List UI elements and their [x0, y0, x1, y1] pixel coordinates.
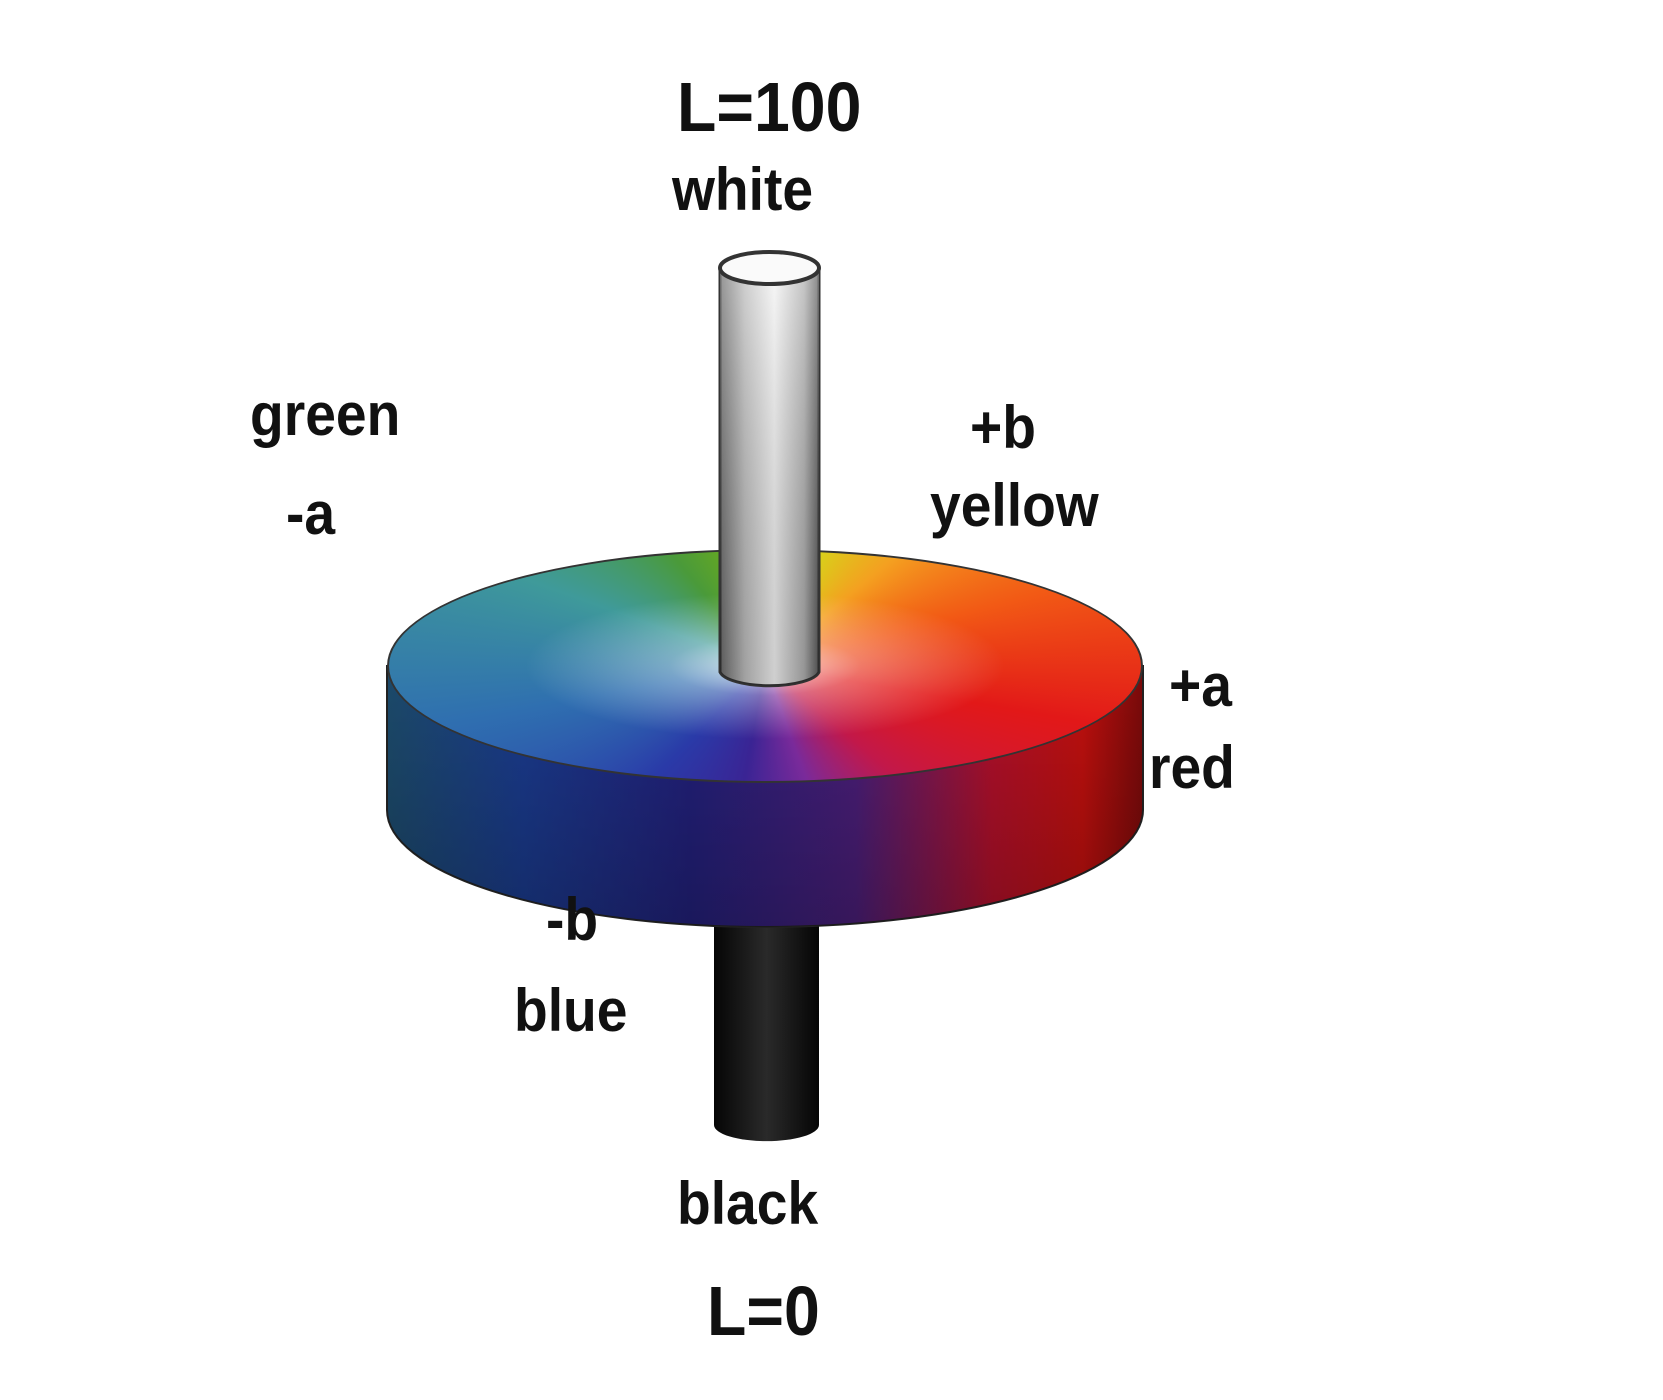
minus-a-label: -a [286, 480, 336, 547]
green-label: green [250, 381, 401, 448]
red-label: red [1149, 734, 1235, 801]
black-axis-rod [714, 860, 819, 1142]
plus-a-label: +a [1169, 652, 1232, 719]
l-100-label: L=100 [677, 68, 862, 146]
white-label: white [672, 156, 814, 223]
l-0-label: L=0 [707, 1272, 820, 1350]
white-axis-rod [718, 250, 821, 688]
yellow-label: yellow [930, 472, 1099, 539]
minus-b-label: -b [546, 886, 599, 953]
blue-label: blue [514, 977, 628, 1044]
black-label: black [677, 1170, 819, 1237]
plus-b-label: +b [970, 394, 1036, 461]
